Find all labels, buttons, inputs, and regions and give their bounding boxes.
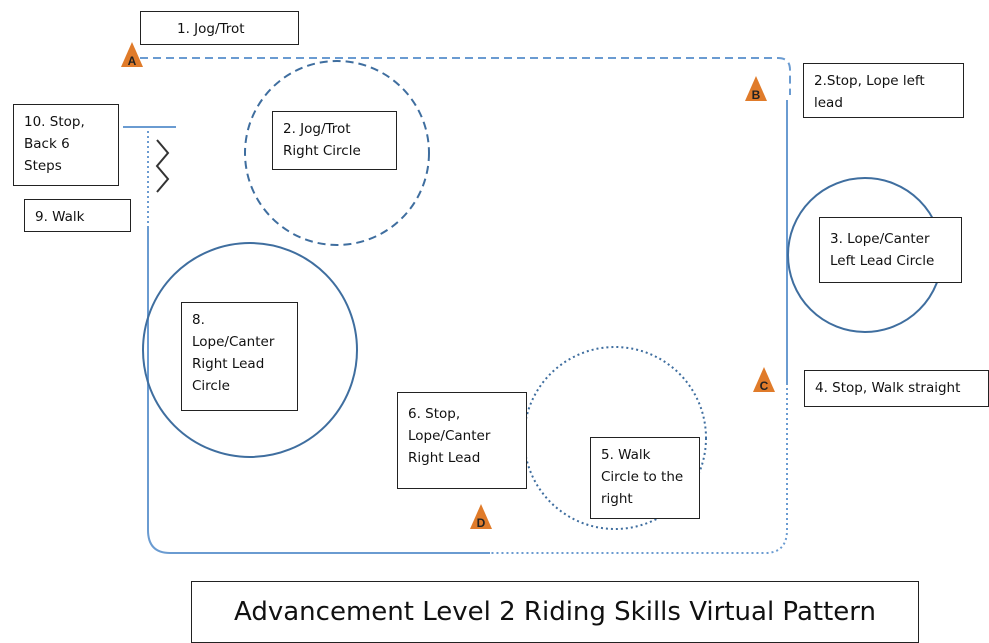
marker-c-label: C (760, 379, 769, 393)
path-top-dashed (140, 57, 791, 95)
marker-b: B (745, 76, 767, 102)
marker-a-label: A (128, 54, 137, 68)
label-step8: 8. Lope/Canter Right Lead Circle (181, 302, 298, 411)
label-step2-circle: 2. Jog/Trot Right Circle (272, 111, 397, 170)
label-step5: 5. Walk Circle to the right (590, 437, 700, 519)
pattern-title: Advancement Level 2 Riding Skills Virtua… (191, 581, 919, 643)
label-step1: 1. Jog/Trot (140, 11, 299, 45)
marker-d-label: D (477, 516, 486, 530)
label-step10: 10. Stop, Back 6 Steps (13, 104, 119, 186)
circle-lope-right-lead (142, 242, 358, 458)
marker-a: A (121, 42, 143, 68)
label-step3: 3. Lope/Canter Left Lead Circle (819, 217, 962, 283)
label-step2-stop: 2.Stop, Lope left lead (803, 63, 964, 118)
marker-c: C (753, 367, 775, 393)
path-right-dotted (490, 388, 788, 554)
label-step9: 9. Walk (24, 199, 131, 232)
marker-b-label: B (752, 88, 761, 102)
label-step4: 4. Stop, Walk straight (804, 370, 989, 407)
back-steps-zigzag (155, 139, 170, 193)
label-step6: 6. Stop, Lope/Canter Right Lead (397, 392, 527, 489)
circle-jog-trot-right (244, 60, 430, 246)
path-bottom-solid (147, 228, 490, 554)
marker-d: D (470, 504, 492, 530)
